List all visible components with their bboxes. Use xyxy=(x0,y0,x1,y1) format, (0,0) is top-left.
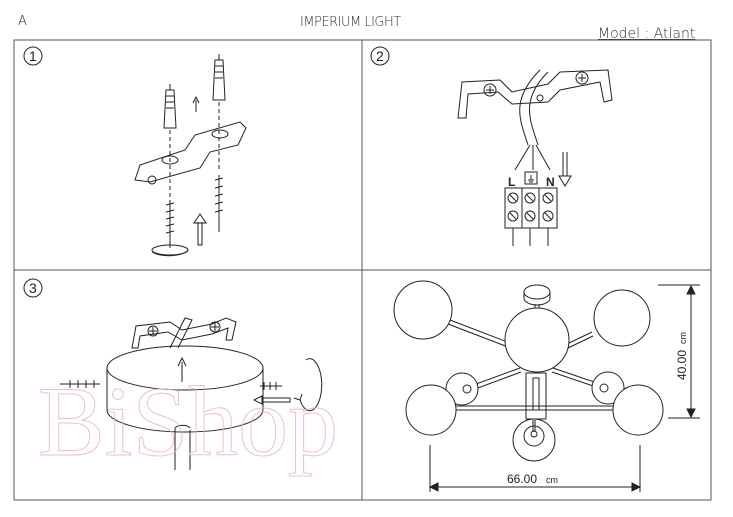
mounting-bracket xyxy=(457,69,613,119)
rotate-arrow-icon xyxy=(151,249,189,257)
width-value: 66.00 xyxy=(507,472,537,486)
chandelier-illustration xyxy=(393,280,664,462)
screw-icon xyxy=(60,380,100,388)
earth-symbol xyxy=(524,171,538,185)
up-arrow-icon xyxy=(177,356,187,382)
up-arrow-icon xyxy=(193,213,207,246)
svg-text:3: 3 xyxy=(29,280,37,296)
step-2-illustration: L N xyxy=(457,69,613,246)
wall-plug-icon xyxy=(163,89,177,129)
height-value: 40.00 xyxy=(675,350,689,380)
svg-text:2: 2 xyxy=(376,48,384,64)
rotate-arrow-icon xyxy=(293,358,323,412)
mounting-bracket xyxy=(134,121,247,183)
globe xyxy=(393,280,453,340)
globe xyxy=(512,418,556,462)
width-unit: cm xyxy=(546,475,558,485)
globe xyxy=(593,289,651,347)
neutral-label: N xyxy=(546,175,555,189)
up-arrow-icon xyxy=(192,95,200,112)
corner-label: A xyxy=(18,14,27,29)
mounting-bracket xyxy=(131,317,237,349)
left-arrow-icon xyxy=(252,395,291,405)
cable xyxy=(519,69,549,146)
live-label: L xyxy=(508,175,515,189)
globe xyxy=(504,307,570,373)
screw-icon xyxy=(165,200,175,248)
wall-plug-icon xyxy=(212,59,226,101)
brand-title: IMPERIUM LIGHT xyxy=(300,15,401,30)
watermark: BiShop xyxy=(38,366,338,477)
height-unit: cm xyxy=(678,332,688,344)
width-dimension: 66.00 cm xyxy=(428,445,642,492)
ceiling-canopy xyxy=(523,284,551,300)
model-label: Model : Atlant xyxy=(598,26,696,42)
globe xyxy=(405,384,457,436)
step-1-illustration xyxy=(134,54,247,257)
down-arrow-icon xyxy=(558,152,572,187)
step-3-illustration xyxy=(60,317,323,470)
step-2-badge: 2 xyxy=(370,46,390,66)
screw-icon xyxy=(260,382,282,390)
height-dimension: 40.00 cm xyxy=(658,284,700,419)
step-1-badge: 1 xyxy=(23,46,43,66)
canopy xyxy=(106,368,264,433)
terminal-block xyxy=(504,187,558,246)
globe xyxy=(612,384,664,436)
step-3-badge: 3 xyxy=(23,278,43,298)
screw-icon xyxy=(214,175,224,232)
svg-text:1: 1 xyxy=(29,48,37,64)
